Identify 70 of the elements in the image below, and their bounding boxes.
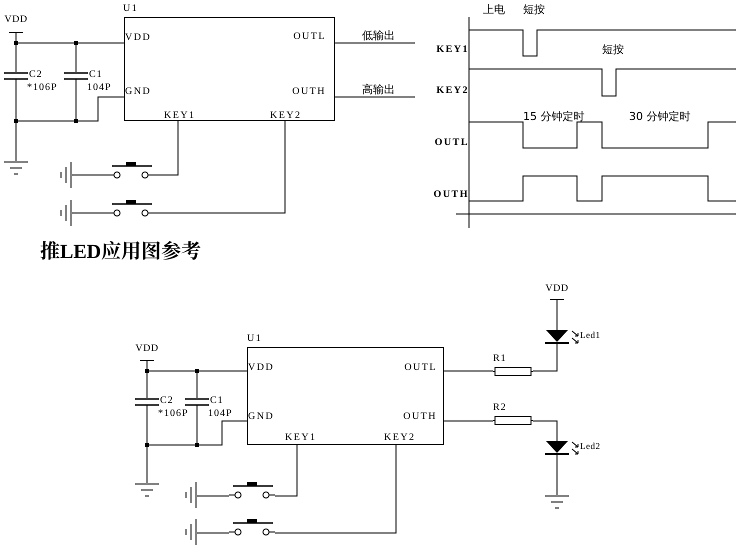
wire <box>532 348 558 372</box>
wire <box>154 120 286 214</box>
part-label: Led1 <box>580 330 600 340</box>
part-label: C2 <box>160 396 174 406</box>
wire <box>154 120 178 176</box>
part-label: U1 <box>247 334 262 344</box>
pin-label: VDD <box>125 33 152 43</box>
signal-label: OUTL <box>434 137 469 149</box>
push-button-switch <box>229 517 275 536</box>
push-button-switch <box>108 160 154 179</box>
ground-symbol <box>4 161 28 175</box>
pin-label: VDD <box>248 363 274 373</box>
part-label: Led2 <box>580 441 600 451</box>
edge-label: 高输出 <box>362 84 395 96</box>
part-label: R1 <box>493 354 507 364</box>
annotation-label: 短按 <box>523 4 545 16</box>
signal-label: KEY2 <box>436 85 469 97</box>
wire <box>196 532 230 534</box>
annotation-label: 15 分钟定时 <box>523 111 584 123</box>
wire <box>444 420 494 422</box>
ground-symbol <box>183 482 197 508</box>
pin-label: KEY1 <box>164 111 196 121</box>
push-button-switch <box>229 480 275 499</box>
power-symbol <box>133 343 161 361</box>
pin-label: KEY2 <box>384 433 416 443</box>
wire <box>444 370 494 372</box>
part-label: C2 <box>29 70 43 80</box>
power-symbol <box>2 14 30 33</box>
value-label: *106P <box>158 409 189 419</box>
section-heading: 推LED应用图参考 <box>40 240 202 264</box>
wire <box>532 420 558 438</box>
pin-label: OUTH <box>292 87 326 97</box>
wire <box>334 96 416 98</box>
pin-label: KEY2 <box>270 111 302 121</box>
wire <box>556 458 558 496</box>
push-button-switch <box>108 198 154 217</box>
net-label: VDD <box>3 14 29 25</box>
part-label: C1 <box>89 70 103 80</box>
signal-label: OUTH <box>434 189 469 201</box>
value-label: *106P <box>27 83 58 93</box>
pin-label: OUTH <box>403 412 437 422</box>
net-label: VDD <box>134 343 160 354</box>
ground-symbol <box>58 200 72 226</box>
wire <box>72 212 108 214</box>
pin-label: GND <box>248 412 274 422</box>
wire <box>274 444 396 534</box>
pin-label: OUTL <box>293 32 326 42</box>
pin-label: KEY1 <box>285 433 317 443</box>
part-label: R2 <box>493 403 507 413</box>
part-label: C1 <box>210 396 224 406</box>
pin-label: OUTL <box>404 363 437 373</box>
ground-symbol <box>545 495 569 509</box>
value-label: 104P <box>208 409 233 419</box>
wire <box>274 444 298 496</box>
wire <box>334 42 416 44</box>
ground-symbol <box>183 519 197 545</box>
wire <box>72 174 108 176</box>
edge-label: 低输出 <box>362 30 395 42</box>
net-label: VDD <box>544 283 570 294</box>
part-label: U1 <box>123 4 138 14</box>
signal-label: KEY1 <box>436 44 469 56</box>
value-label: 104P <box>87 83 112 93</box>
wire <box>556 300 558 326</box>
ground-symbol <box>135 483 159 497</box>
power-symbol <box>543 283 571 300</box>
annotation-label: 短按 <box>602 44 624 56</box>
annotation-label: 30 分钟定时 <box>629 111 690 123</box>
ground-symbol <box>58 162 72 188</box>
pin-label: GND <box>125 87 152 97</box>
annotation-label: 上电 <box>483 4 505 16</box>
